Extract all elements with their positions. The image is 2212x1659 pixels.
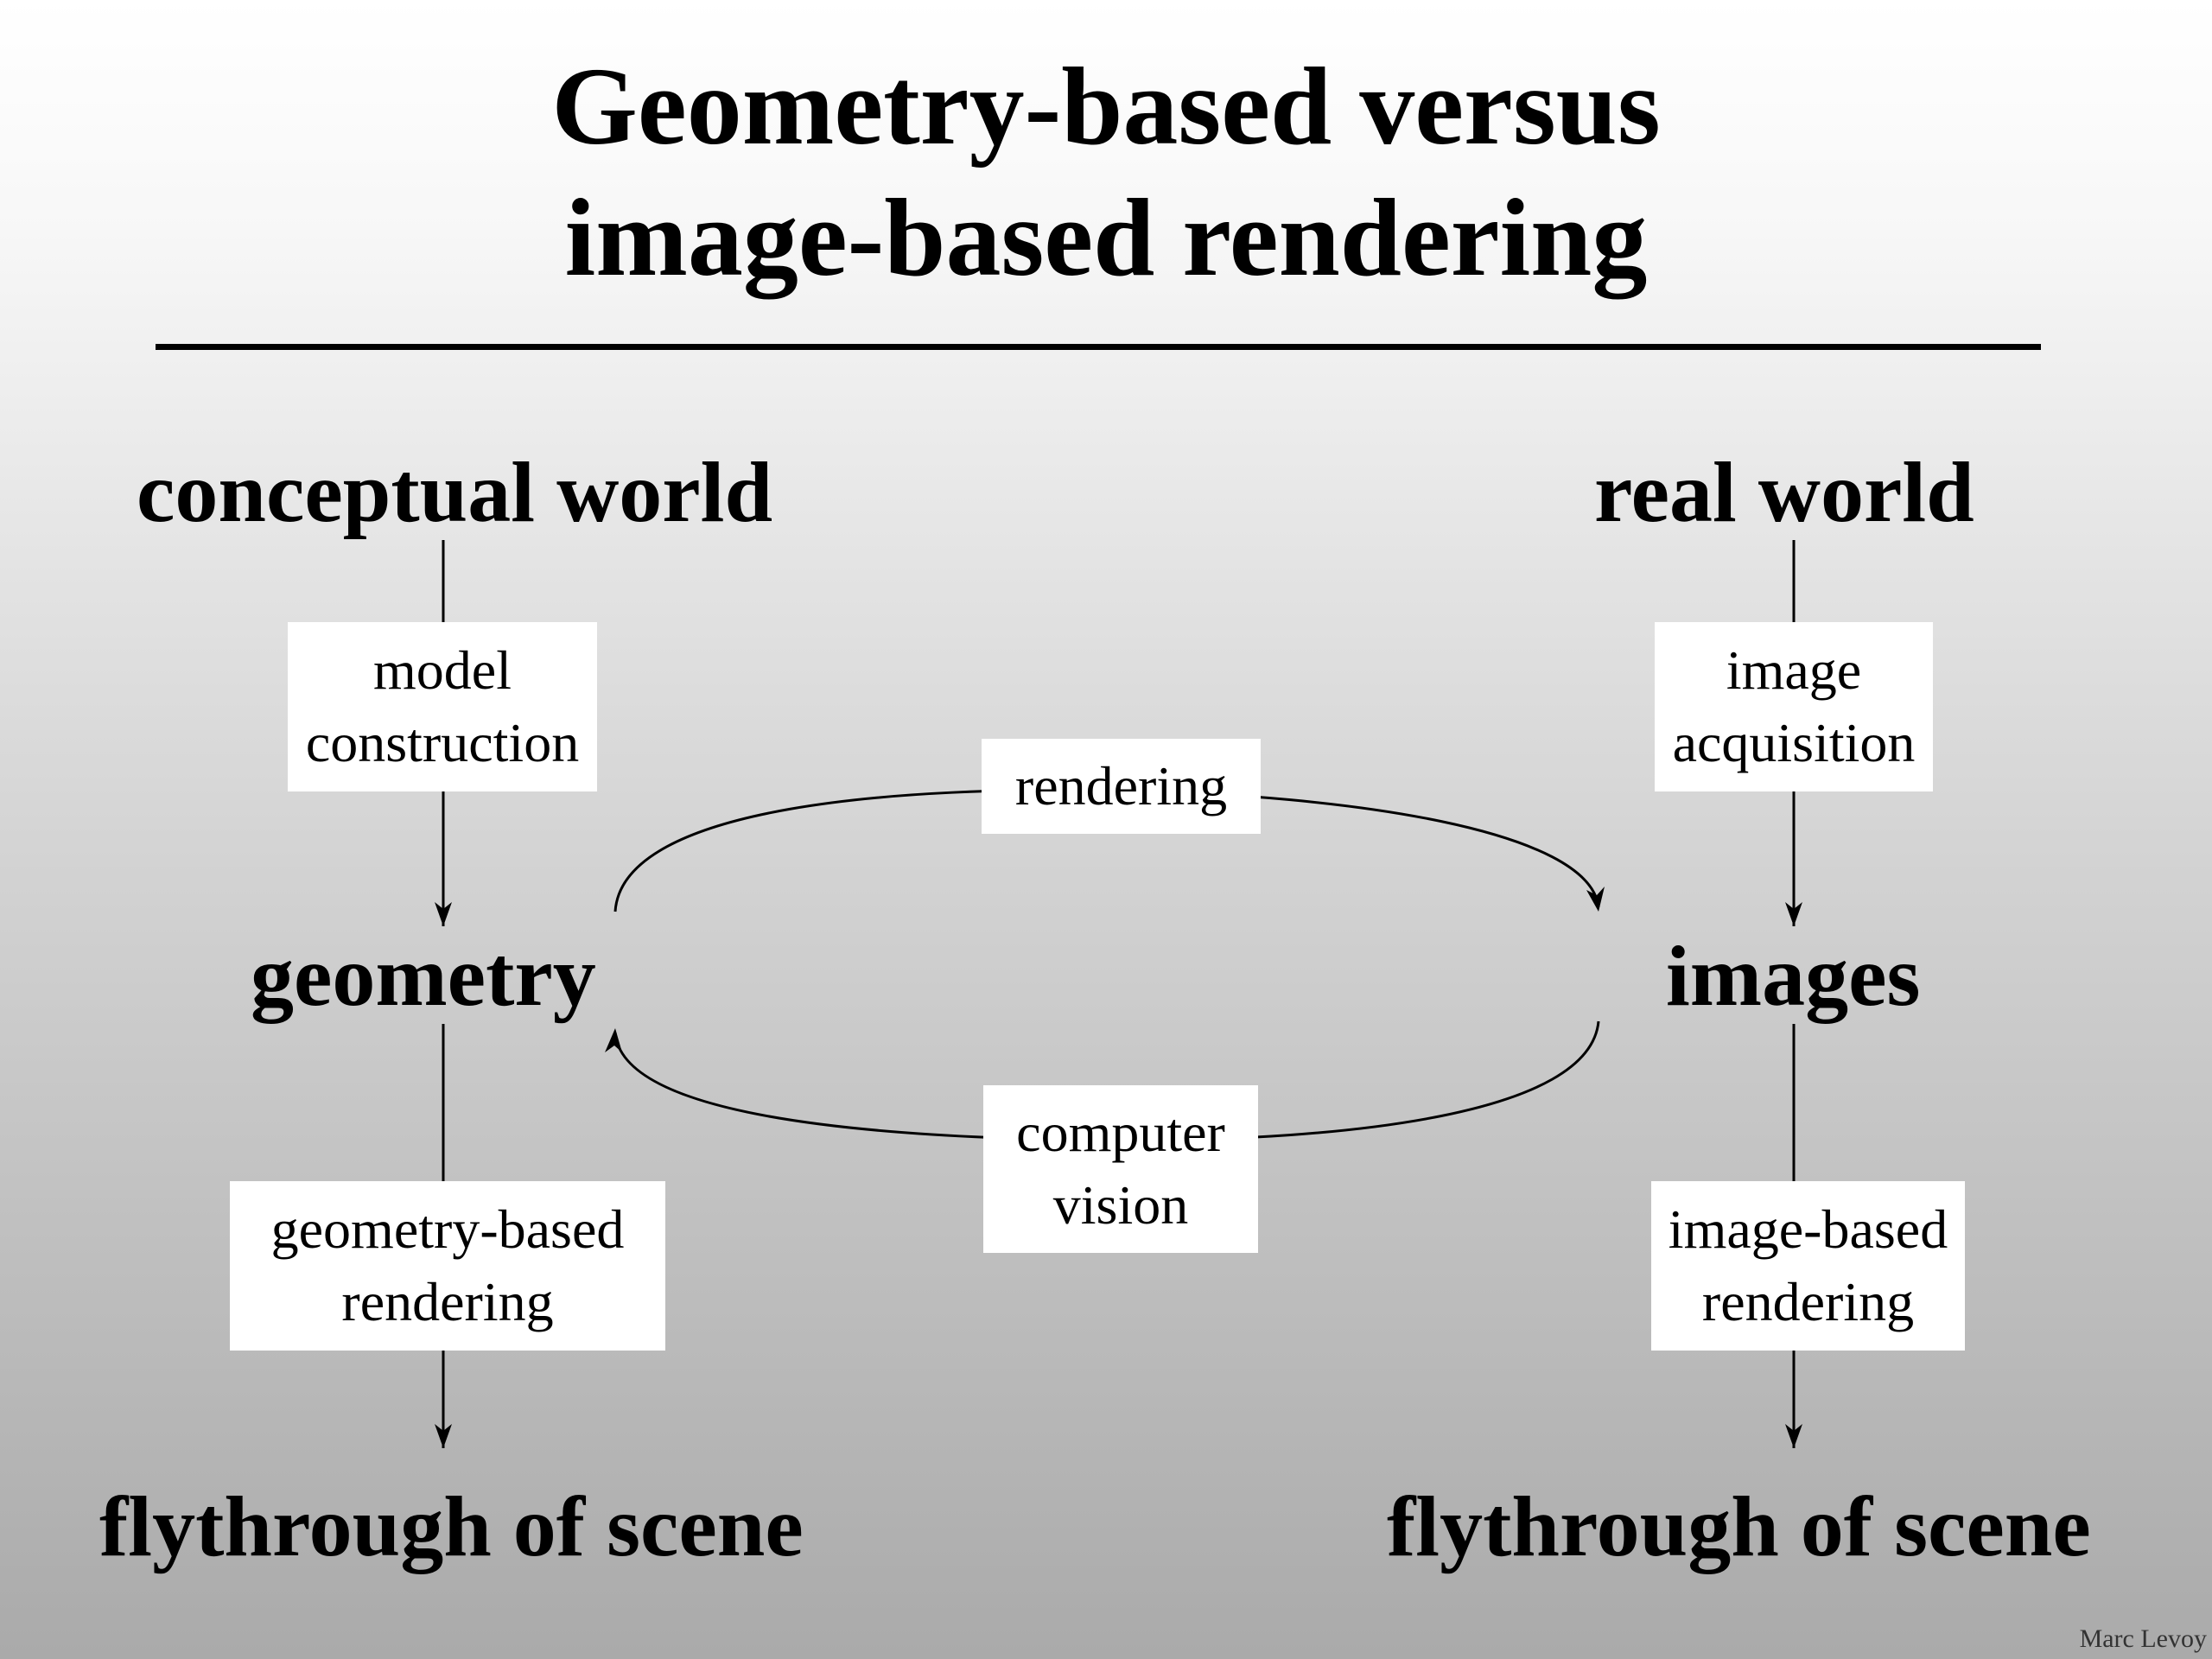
arrowhead-geometry-based-rendering: [435, 1424, 452, 1448]
edge-label-line: image-based: [1668, 1198, 1948, 1260]
node-real-world: real world: [1594, 444, 1974, 540]
edge-label-line: geometry-based: [270, 1198, 625, 1260]
edge-label-image-based-rendering: image-based rendering: [1651, 1181, 1965, 1351]
slide-credit: Marc Levoy: [2079, 1624, 2207, 1653]
edge-label-geometry-based-rendering: geometry-based rendering: [230, 1181, 665, 1351]
title-divider: [156, 344, 2041, 350]
edge-label-line: rendering: [1014, 755, 1228, 817]
edge-label-line: vision: [1052, 1174, 1189, 1236]
edge-label-line: rendering: [1701, 1271, 1915, 1332]
node-flythrough-left: flythrough of scene: [99, 1478, 804, 1574]
slide-title-line-2: image-based rendering: [564, 176, 1648, 299]
node-conceptual-world: conceptual world: [137, 444, 773, 540]
arrowhead-image-based-rendering: [1785, 1424, 1802, 1448]
edge-label-line: construction: [305, 712, 580, 773]
arrowhead-model-construction: [435, 902, 452, 926]
edge-label-line: image: [1726, 639, 1862, 701]
edge-label-line: model: [373, 639, 512, 701]
edge-label-computer-vision: computer vision: [983, 1085, 1258, 1253]
arrowhead-image-acquisition: [1785, 902, 1802, 926]
edge-label-model-construction: model construction: [288, 622, 597, 791]
node-images: images: [1666, 928, 1921, 1024]
arrowhead-rendering: [1586, 887, 1605, 912]
slide-title-line-1: Geometry-based versus: [551, 45, 1661, 168]
node-flythrough-right: flythrough of scene: [1387, 1478, 2091, 1574]
node-geometry: geometry: [251, 928, 596, 1024]
edge-label-rendering: rendering: [982, 739, 1261, 834]
edge-label-line: rendering: [341, 1271, 554, 1332]
arrowhead-computer-vision: [605, 1028, 622, 1052]
edge-label-line: acquisition: [1672, 712, 1916, 773]
edge-label-line: computer: [1016, 1102, 1225, 1163]
edge-label-image-acquisition: image acquisition: [1655, 622, 1933, 791]
